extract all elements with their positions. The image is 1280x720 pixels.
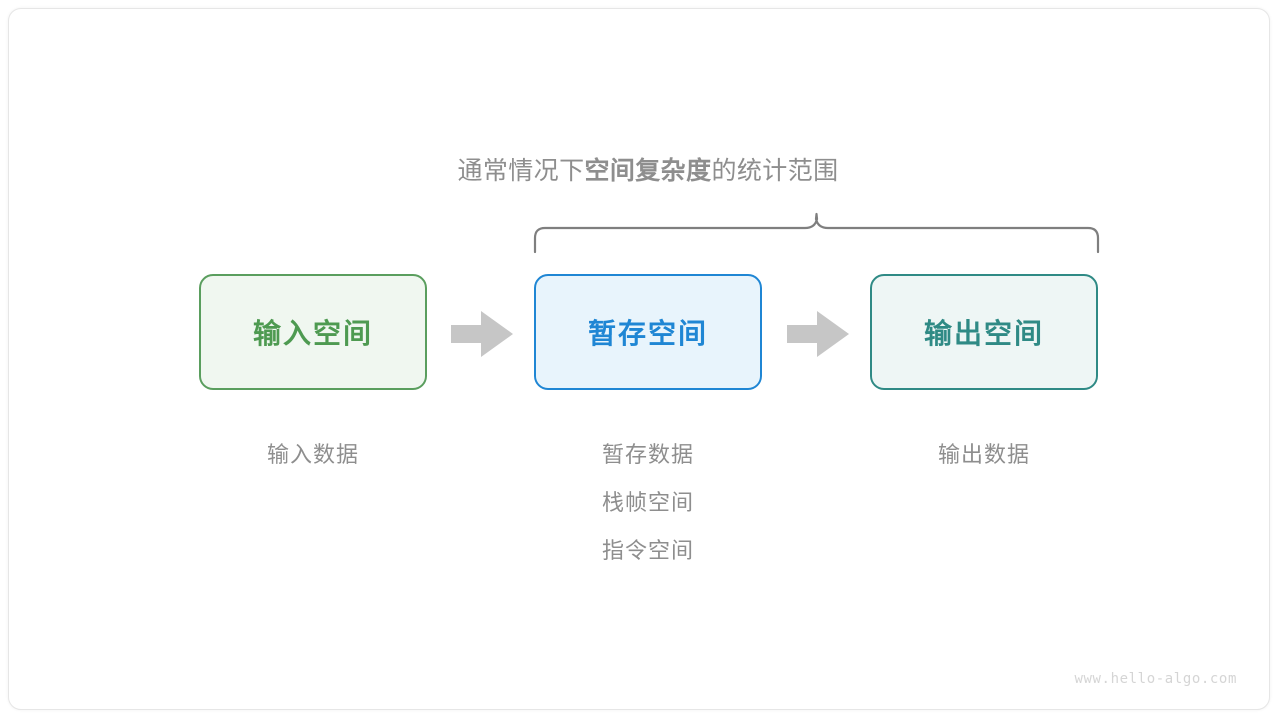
caption-buffer-space: 暂存数据 栈帧空间 指令空间: [534, 431, 762, 575]
right-arrow-icon: [451, 311, 513, 357]
scope-caption-prefix: 通常情况下: [457, 157, 585, 185]
scope-caption-suffix: 的统计范围: [711, 157, 839, 185]
scope-caption: 通常情况下空间复杂度的统计范围: [9, 154, 1269, 188]
watermark: www.hello-algo.com: [1074, 671, 1237, 687]
scope-caption-emphasis: 空间复杂度: [584, 157, 712, 185]
caption-line: 输出数据: [937, 442, 1030, 467]
brace-icon: [533, 212, 1100, 254]
box-input-space: 输入空间: [199, 274, 427, 390]
box-input-space-label: 输入空间: [252, 318, 373, 349]
right-arrow-icon: [787, 311, 849, 357]
arrow-input-to-buffer: [451, 309, 513, 359]
caption-line: 输入数据: [266, 442, 359, 467]
diagram-frame: 通常情况下空间复杂度的统计范围 输入空间 暂存空间 输出空间 输入数据 暂存数据…: [8, 8, 1270, 710]
box-output-space-label: 输出空间: [923, 318, 1044, 349]
caption-line: 栈帧空间: [601, 490, 694, 515]
box-output-space: 输出空间: [870, 274, 1098, 390]
scope-brace: [524, 205, 1109, 259]
caption-input-space: 输入数据: [199, 431, 427, 479]
caption-output-space: 输出数据: [870, 431, 1098, 479]
box-buffer-space-label: 暂存空间: [587, 318, 708, 349]
box-buffer-space: 暂存空间: [534, 274, 762, 390]
arrow-buffer-to-output: [787, 309, 849, 359]
caption-line: 指令空间: [601, 538, 694, 563]
caption-line: 暂存数据: [601, 442, 694, 467]
